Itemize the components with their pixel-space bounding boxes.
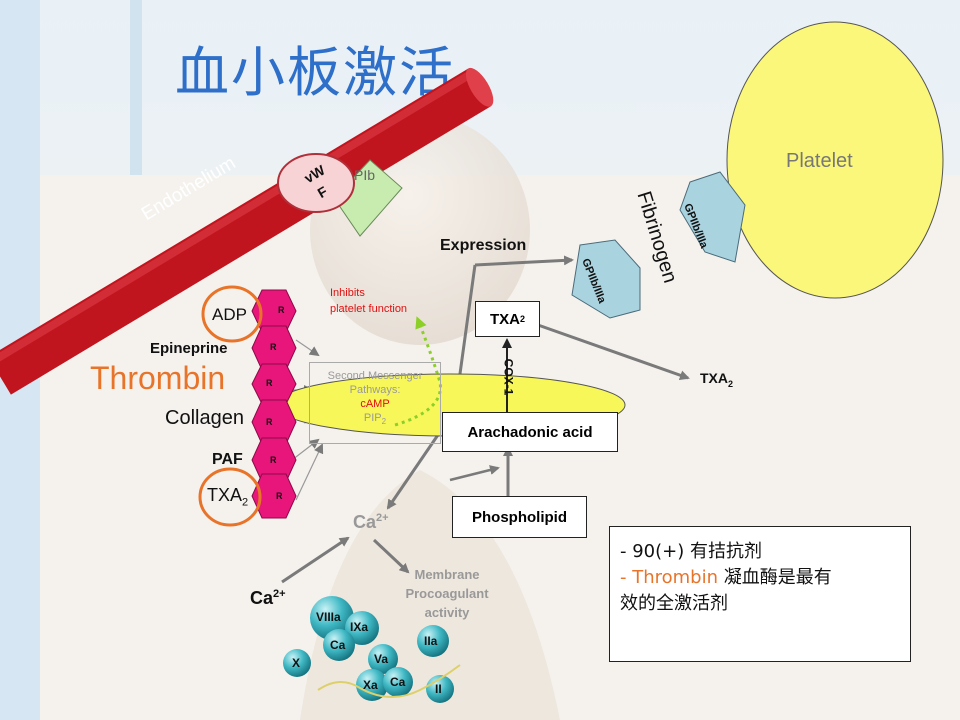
factor-label-ixa: IXa bbox=[350, 620, 369, 634]
txa2-box-text: TXA bbox=[489, 310, 520, 328]
factor-label-iia: IIa bbox=[424, 634, 438, 648]
cox1-label: COX-1 bbox=[501, 358, 516, 396]
second-messenger-camp: cAMP bbox=[360, 398, 390, 410]
gpib-label: PIb bbox=[354, 167, 376, 183]
second-messenger-pip: PIP2 bbox=[310, 411, 440, 429]
slide-title: 血小板激活 bbox=[175, 41, 455, 104]
ca-outer-label: Ca2+ bbox=[250, 588, 286, 609]
txa2-output-text: TXA bbox=[700, 370, 728, 386]
agonist-adp: ADP bbox=[212, 305, 247, 324]
agonist-txa2: TXA2 bbox=[207, 485, 248, 509]
vwf-ellipse bbox=[277, 153, 355, 213]
platelet-label: Platelet bbox=[786, 150, 853, 172]
phospholipid-box: Phospholipid bbox=[452, 496, 587, 538]
agonist-paf: PAF bbox=[212, 451, 243, 468]
agonist-epinephrine: Epineprine bbox=[150, 340, 228, 357]
agonist-collagen: Collagen bbox=[165, 407, 244, 429]
agonist-thrombin: Thrombin bbox=[90, 360, 226, 396]
membrane-label-line2: Procoagulant bbox=[405, 586, 489, 601]
ca-outer-sup: 2+ bbox=[273, 588, 286, 600]
factor-label-ca-2: Ca bbox=[390, 675, 406, 689]
receptor-letter-6: R bbox=[276, 491, 283, 501]
inhibits-label-line2: platelet function bbox=[330, 303, 408, 315]
factor-label-x: X bbox=[292, 656, 301, 670]
second-messenger-line1: Second Messenger bbox=[327, 370, 423, 382]
txa2-highlight-ring bbox=[198, 467, 262, 527]
agonist-txa2-sub: 2 bbox=[242, 496, 249, 509]
note-line3: 效的全激活剂 bbox=[620, 593, 728, 614]
agonist-txa2-text: TXA bbox=[207, 485, 243, 505]
second-messenger-line2: Pathways: bbox=[349, 384, 401, 396]
ca-inner-label: Ca2+ bbox=[353, 512, 389, 533]
ca-inner-text: Ca bbox=[353, 512, 377, 532]
membrane-label-line3: activity bbox=[424, 605, 470, 620]
note-line2-text: 凝血酶是最有 bbox=[718, 567, 832, 588]
gpib-shape bbox=[333, 159, 403, 237]
receptor-stack bbox=[251, 289, 297, 519]
receptor-letter-1: R bbox=[278, 305, 285, 315]
pip-sub: 2 bbox=[381, 417, 387, 427]
pip-text: PIP bbox=[363, 412, 382, 424]
receptor-letter-4: R bbox=[266, 417, 273, 427]
factor-label-ii: II bbox=[435, 682, 442, 696]
adp-highlight-ring bbox=[201, 285, 263, 343]
txa2-output-sub: 2 bbox=[728, 378, 734, 389]
arachidonic-acid-box: Arachadonic acid bbox=[442, 412, 618, 452]
factor-balls bbox=[283, 596, 461, 703]
gp-receptor-bottom-shape bbox=[571, 239, 641, 319]
gp-receptor-top-shape bbox=[679, 171, 746, 263]
note-line2-highlight: - Thrombin bbox=[620, 567, 719, 588]
receptor-letter-5: R bbox=[270, 455, 277, 465]
note-line1-prefix: - 90(+) bbox=[620, 541, 690, 562]
membrane-label-line1: Membrane bbox=[414, 567, 480, 582]
factor-label-va: Va bbox=[374, 652, 389, 666]
note-line1-text: 有拮抗剂 bbox=[689, 541, 762, 562]
second-messenger-box: Second Messenger Pathways: cAMP PIP2 bbox=[309, 362, 441, 444]
note-box: - 90(+) 有拮抗剂 - Thrombin 凝血酶是最有 效的全激活剂 bbox=[609, 526, 911, 662]
ca-outer-text: Ca bbox=[250, 588, 274, 608]
note-line1: - 90(+) 有拮抗剂 bbox=[620, 539, 900, 565]
platelet-cell bbox=[726, 21, 944, 299]
ca-inner-sup: 2+ bbox=[376, 512, 389, 524]
txa2-output-label: TXA2 bbox=[700, 370, 733, 389]
factor-label-xa: Xa bbox=[363, 678, 378, 692]
receptor-letter-2: R bbox=[270, 342, 277, 352]
note-line2: - Thrombin 凝血酶是最有 bbox=[620, 565, 900, 591]
inhibits-label-line1: Inhibits bbox=[330, 287, 365, 299]
txa2-box-sub: 2 bbox=[519, 314, 525, 324]
factor-label-viiia: VIIIa bbox=[316, 610, 341, 624]
receptor-letter-3: R bbox=[266, 378, 273, 388]
factor-label-ca-1: Ca bbox=[330, 638, 346, 652]
endothelium-bar bbox=[0, 67, 494, 395]
expression-label: Expression bbox=[440, 237, 527, 254]
